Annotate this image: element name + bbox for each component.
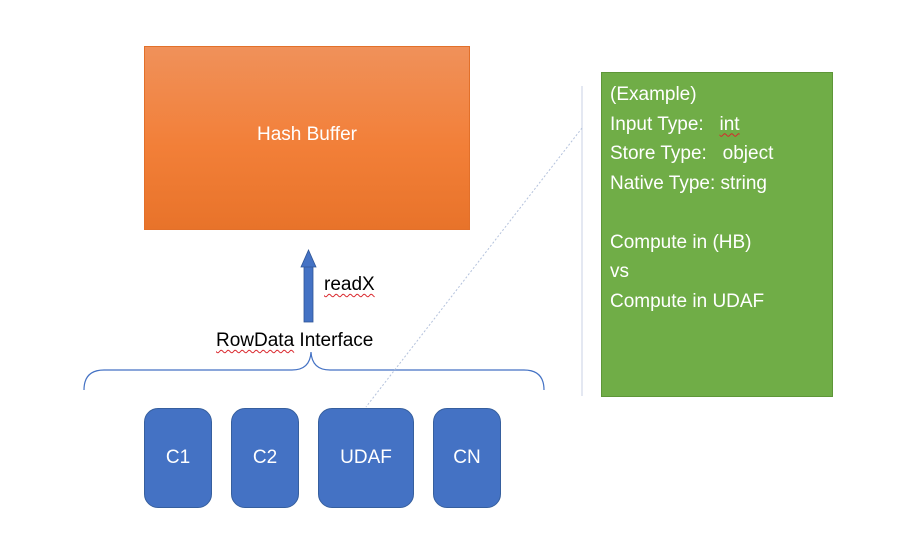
blank-line xyxy=(610,198,832,228)
component-cn: CN xyxy=(433,408,501,508)
compute-hb-line: Compute in (HB) xyxy=(610,231,752,253)
hash-buffer-box: Hash Buffer xyxy=(144,46,470,230)
component-c1: C1 xyxy=(144,408,212,508)
native-type-line: Native Type: string xyxy=(610,172,768,194)
input-type-label: Input Type: xyxy=(610,113,720,135)
interface-word: Interface xyxy=(294,330,374,351)
compute-udaf-line: Compute in UDAF xyxy=(610,290,765,312)
vs-line: vs xyxy=(610,261,629,282)
hash-buffer-label: Hash Buffer xyxy=(257,124,357,145)
interface-brace xyxy=(83,351,545,391)
component-label: UDAF xyxy=(340,447,392,468)
rowdata-word: RowData xyxy=(216,330,295,351)
component-label: C1 xyxy=(165,447,191,468)
component-c2: C2 xyxy=(231,408,299,508)
input-type-line: Input Type: int xyxy=(610,110,832,140)
component-label: CN xyxy=(453,447,481,468)
component-label: C2 xyxy=(252,447,278,468)
rowdata-interface-label: RowData Interface xyxy=(216,330,373,352)
readx-up-arrow xyxy=(300,249,317,323)
example-heading: (Example) xyxy=(610,84,697,105)
callout-dotted-line xyxy=(365,127,583,408)
component-udaf: UDAF xyxy=(318,408,414,508)
input-type-value: int xyxy=(719,113,740,135)
example-callout-box: (Example) Input Type: int Store Type: ob… xyxy=(601,72,833,397)
readx-label: readX xyxy=(324,274,375,296)
store-type-line: Store Type: object xyxy=(610,143,774,164)
readx-text: readX xyxy=(324,274,375,295)
